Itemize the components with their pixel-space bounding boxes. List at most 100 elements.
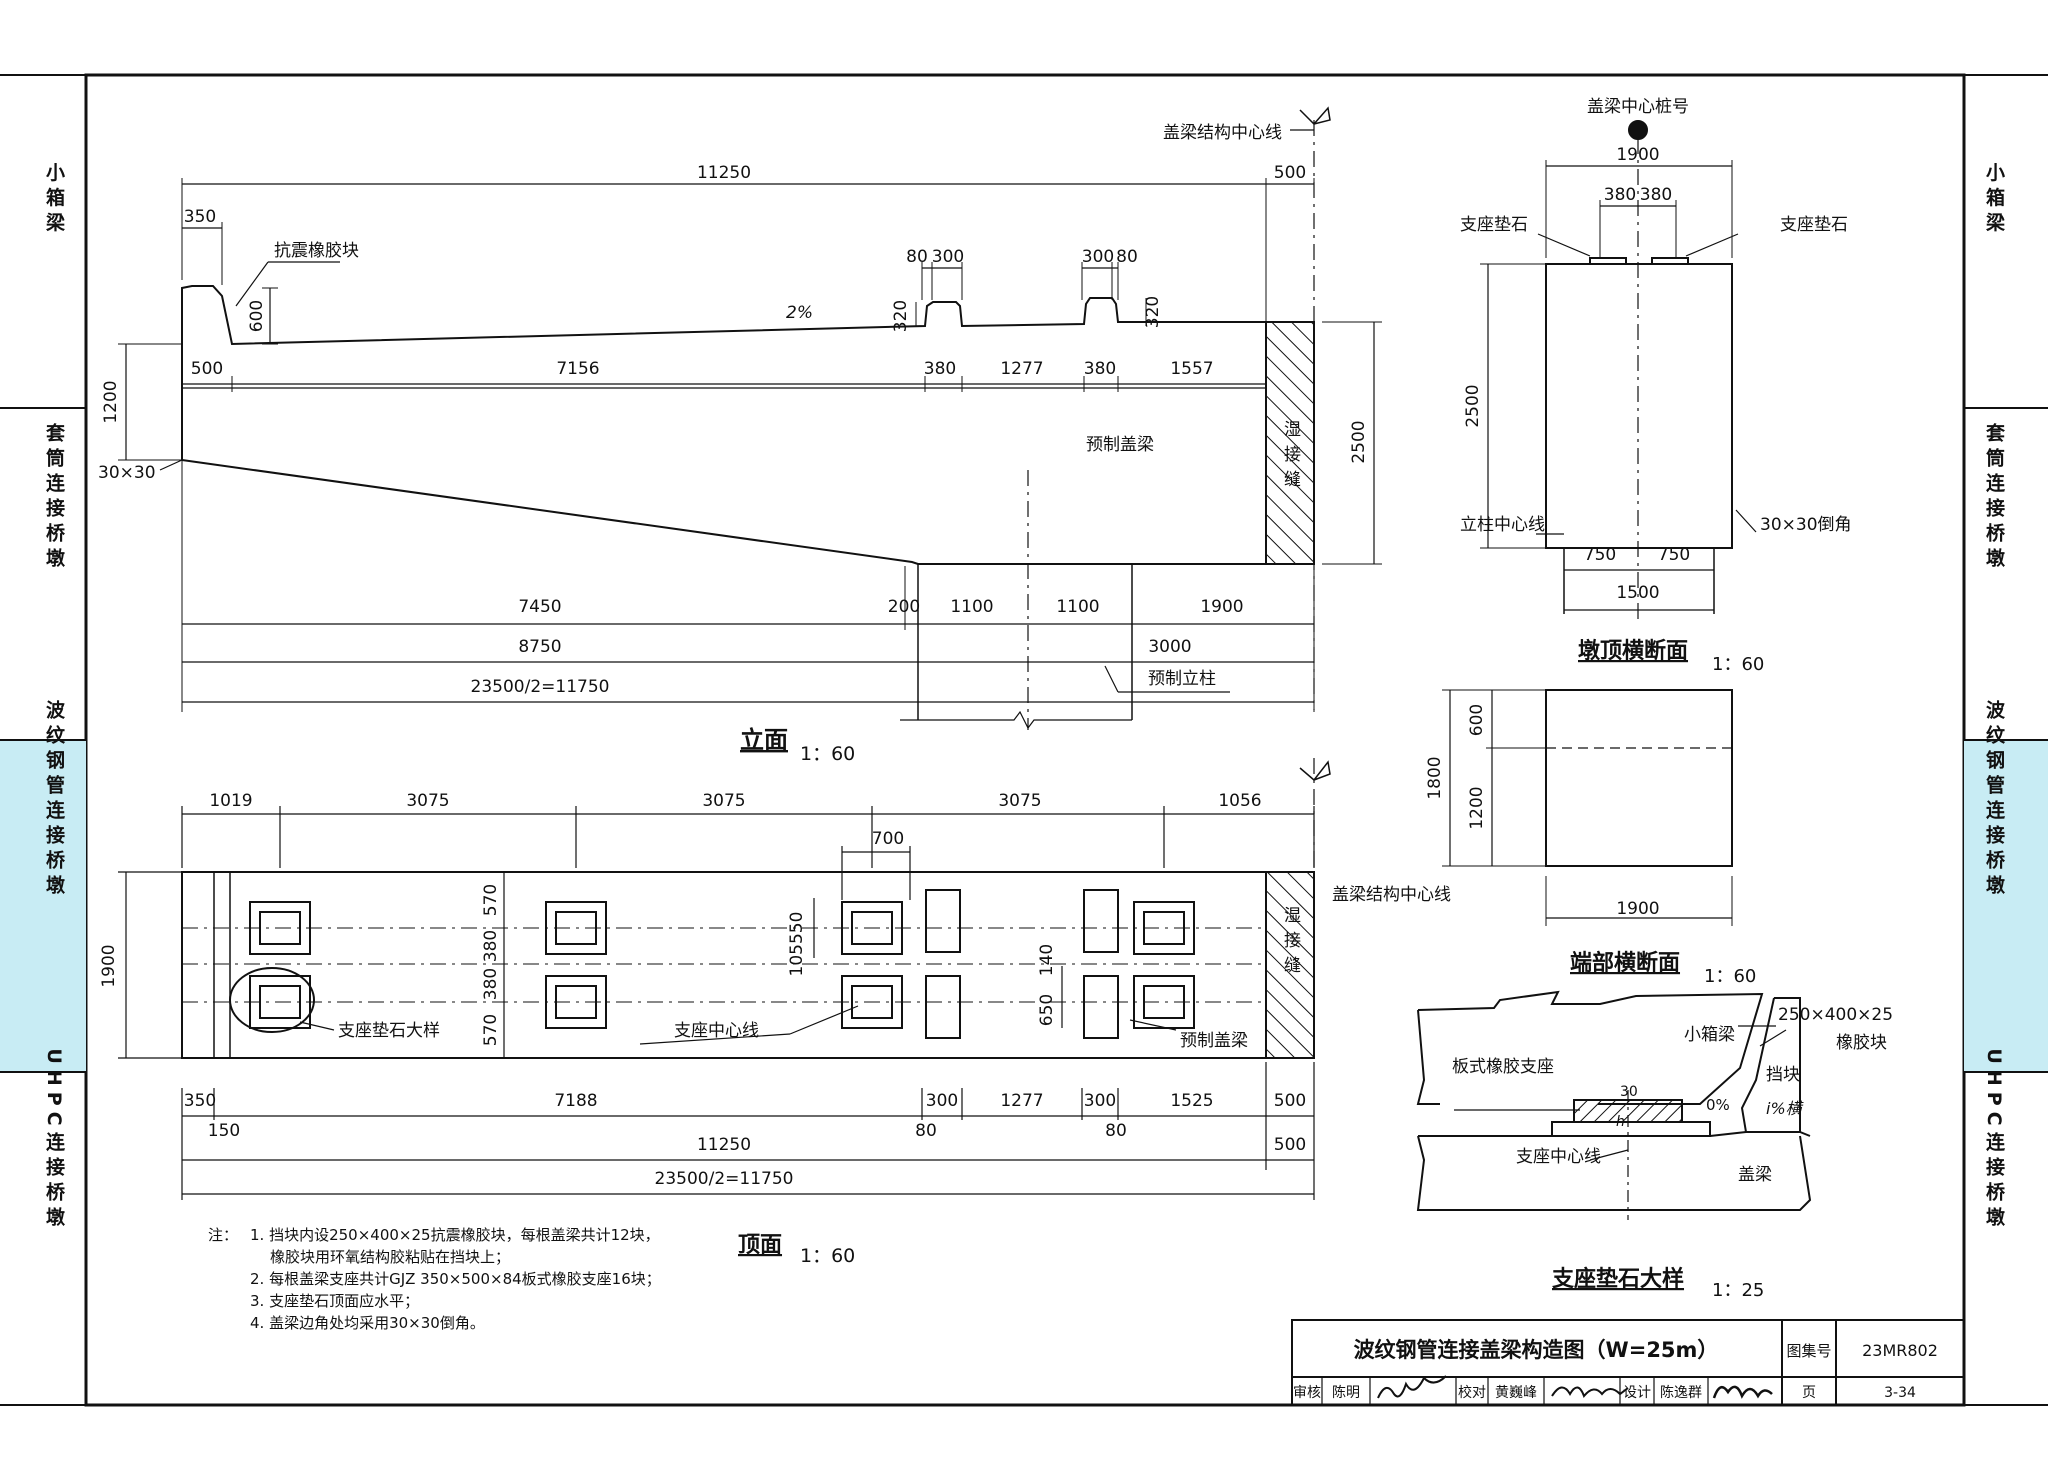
sec-end-dim-1900: 1900 — [1616, 899, 1659, 919]
section-end-body — [1545, 689, 1733, 867]
note-1: 1. 挡块内设250×400×25抗震橡胶块，每根盖梁共计12块， — [250, 1226, 660, 1244]
right-side-tabs: 小箱梁 套筒连接桥墩 波纹钢管连接桥墩 UHPC连接桥墩 — [1964, 162, 2048, 1232]
detail-h: h — [1616, 1114, 1625, 1130]
sec-top-scale: 1：60 — [1712, 654, 1764, 675]
plan-dim-3075c: 3075 — [998, 791, 1041, 811]
left-tab-1[interactable]: 小箱梁 — [43, 162, 66, 237]
plan-dim-380a: 380 — [481, 930, 501, 962]
plan-dim-570a: 570 — [481, 884, 501, 916]
elev-dim-1557: 1557 — [1170, 359, 1213, 379]
drawing-title: 波纹钢管连接盖梁构造图（W=25m） — [1354, 1338, 1719, 1362]
title-block-text: 波纹钢管连接盖梁构造图（W=25m） 图集号 23MR802 审核 陈明 校对 … — [1293, 1338, 1938, 1401]
sec-top-dim-380a: 380 — [1604, 185, 1636, 205]
bearing-pad-stone — [249, 975, 311, 1029]
elev-dim-300a: 300 — [932, 247, 964, 267]
note-1b: 橡胶块用环氧结构胶粘贴在挡块上； — [270, 1248, 510, 1266]
pier-center-station: 盖梁中心桩号 — [1587, 97, 1689, 117]
plan-dim-380b: 380 — [481, 968, 501, 1000]
bearing-plate — [851, 911, 893, 945]
reviewer: 陈明 — [1332, 1384, 1360, 1401]
plan-wet-joint — [1265, 871, 1315, 1059]
elev-dim-80b: 80 — [1116, 247, 1138, 267]
left-tab-bg-3 — [0, 740, 86, 1072]
elev-dim-320a: 320 — [891, 300, 911, 332]
right-tab-2[interactable]: 套筒连接桥墩 — [1983, 422, 2006, 573]
sec-top-dim-1900: 1900 — [1616, 145, 1659, 165]
designer: 陈逸群 — [1660, 1384, 1702, 1401]
plan-b-80b: 80 — [1105, 1121, 1127, 1141]
plan-dim-1019: 1019 — [209, 791, 252, 811]
atlas-label: 图集号 — [1786, 1342, 1831, 1360]
elev-dim-11250: 11250 — [697, 163, 751, 183]
stopper-block — [1083, 975, 1119, 1039]
elev-dim-300b: 300 — [1082, 247, 1114, 267]
note-2: 2. 每根盖梁支座共计GJZ 350×500×84板式橡胶支座16块； — [250, 1270, 661, 1288]
stopper-block — [925, 975, 961, 1039]
section-top-view — [1480, 120, 1757, 620]
bearing-pad-stone — [1133, 901, 1195, 955]
right-tab-4[interactable]: UHPC连接桥墩 — [1983, 1048, 2005, 1231]
review-label: 审核 — [1293, 1385, 1321, 1401]
notes-block: 注： 1. 挡块内设250×400×25抗震橡胶块，每根盖梁共计12块， 橡胶块… — [208, 1226, 661, 1332]
page-no: 3-34 — [1884, 1385, 1916, 1401]
note-3: 3. 支座垫石顶面应水平； — [250, 1292, 419, 1310]
section-end-view — [1442, 689, 1733, 926]
right-tab-1[interactable]: 小箱梁 — [1983, 162, 2006, 237]
right-tab-bg-3 — [1964, 740, 2048, 1072]
plan-b-500b: 500 — [1274, 1135, 1306, 1155]
bearing-plate — [259, 985, 301, 1019]
atlas-no: 23MR802 — [1862, 1341, 1938, 1360]
bearing-plate — [1143, 985, 1185, 1019]
sec-top-chamfer: 30×30倒角 — [1760, 515, 1852, 535]
bearing-plate — [1143, 911, 1185, 945]
detail-stopper: 挡块 — [1766, 1065, 1800, 1085]
pad-stone — [1551, 1121, 1711, 1137]
plan-b-11250: 11250 — [697, 1135, 751, 1155]
elev-precast-column: 预制立柱 — [1148, 669, 1216, 689]
sec-top-dim-380b: 380 — [1640, 185, 1672, 205]
left-tab-4[interactable]: UHPC连接桥墩 — [43, 1048, 65, 1231]
design-label: 设计 — [1623, 1385, 1651, 1401]
elev-dim-200: 200 — [888, 597, 920, 617]
elev-scale: 1：60 — [800, 743, 855, 765]
bearing-plate — [555, 911, 597, 945]
plan-b-1525: 1525 — [1170, 1091, 1213, 1111]
plan-wet-joint: 湿接缝 — [1280, 906, 1301, 981]
sec-top-pad-right: 支座垫石 — [1780, 215, 1848, 235]
plan-dim-650: 650 — [1037, 994, 1057, 1026]
detail-d30: 30 — [1620, 1084, 1638, 1100]
plan-dim-1900: 1900 — [99, 944, 119, 987]
bearing-plate — [851, 985, 893, 1019]
elevation-top-outline — [181, 285, 1267, 565]
plan-b-11750: 23500/2=11750 — [655, 1169, 794, 1189]
sec-end-dim-1200: 1200 — [1467, 786, 1487, 829]
elev-chamfer-label: 30×30 — [98, 463, 156, 483]
plan-text: 1019 3075 3075 3075 1056 700 盖梁结构中心线 190… — [99, 791, 1451, 1267]
detail-capbeam: 盖梁 — [1738, 1165, 1772, 1185]
elev-dim-1277: 1277 — [1000, 359, 1043, 379]
section-top-body — [1545, 263, 1733, 549]
elevation-view — [118, 106, 1382, 730]
sec-top-dim-750a: 750 — [1584, 545, 1616, 565]
stopper-block — [925, 889, 961, 953]
elev-dim-2500: 2500 — [1349, 420, 1369, 463]
bearing-pad-stone — [841, 901, 903, 955]
sec-top-pad-left: 支座垫石 — [1460, 215, 1528, 235]
left-side-tabs: 小箱梁 套筒连接桥墩 波纹钢管连接桥墩 UHPC连接桥墩 — [0, 162, 86, 1232]
elev-dim-11750: 23500/2=11750 — [471, 677, 610, 697]
signature-designer — [1712, 1385, 1773, 1399]
plan-b-300a: 300 — [926, 1091, 958, 1111]
sec-top-title: 墩顶横断面 — [1578, 638, 1688, 664]
right-tab-3[interactable]: 波纹钢管连接桥墩 — [1983, 699, 2005, 900]
plan-b-150: 150 — [208, 1121, 240, 1141]
plan-precast-capbeam: 预制盖梁 — [1180, 1031, 1248, 1051]
elevation-text: 盖梁结构中心线 11250 500 350 抗震橡胶块 80 300 300 8… — [98, 123, 1369, 765]
left-tab-3[interactable]: 波纹钢管连接桥墩 — [43, 699, 65, 900]
plan-b-300b: 300 — [1084, 1091, 1116, 1111]
elev-dim-1200: 1200 — [101, 380, 121, 423]
plan-dim-570b: 570 — [481, 1014, 501, 1046]
sec-top-column-centerline: 立柱中心线 — [1460, 515, 1545, 535]
plan-scale: 1：60 — [800, 1245, 855, 1267]
sec-top-dim-750b: 750 — [1658, 545, 1690, 565]
left-tab-2[interactable]: 套筒连接桥墩 — [43, 422, 66, 573]
